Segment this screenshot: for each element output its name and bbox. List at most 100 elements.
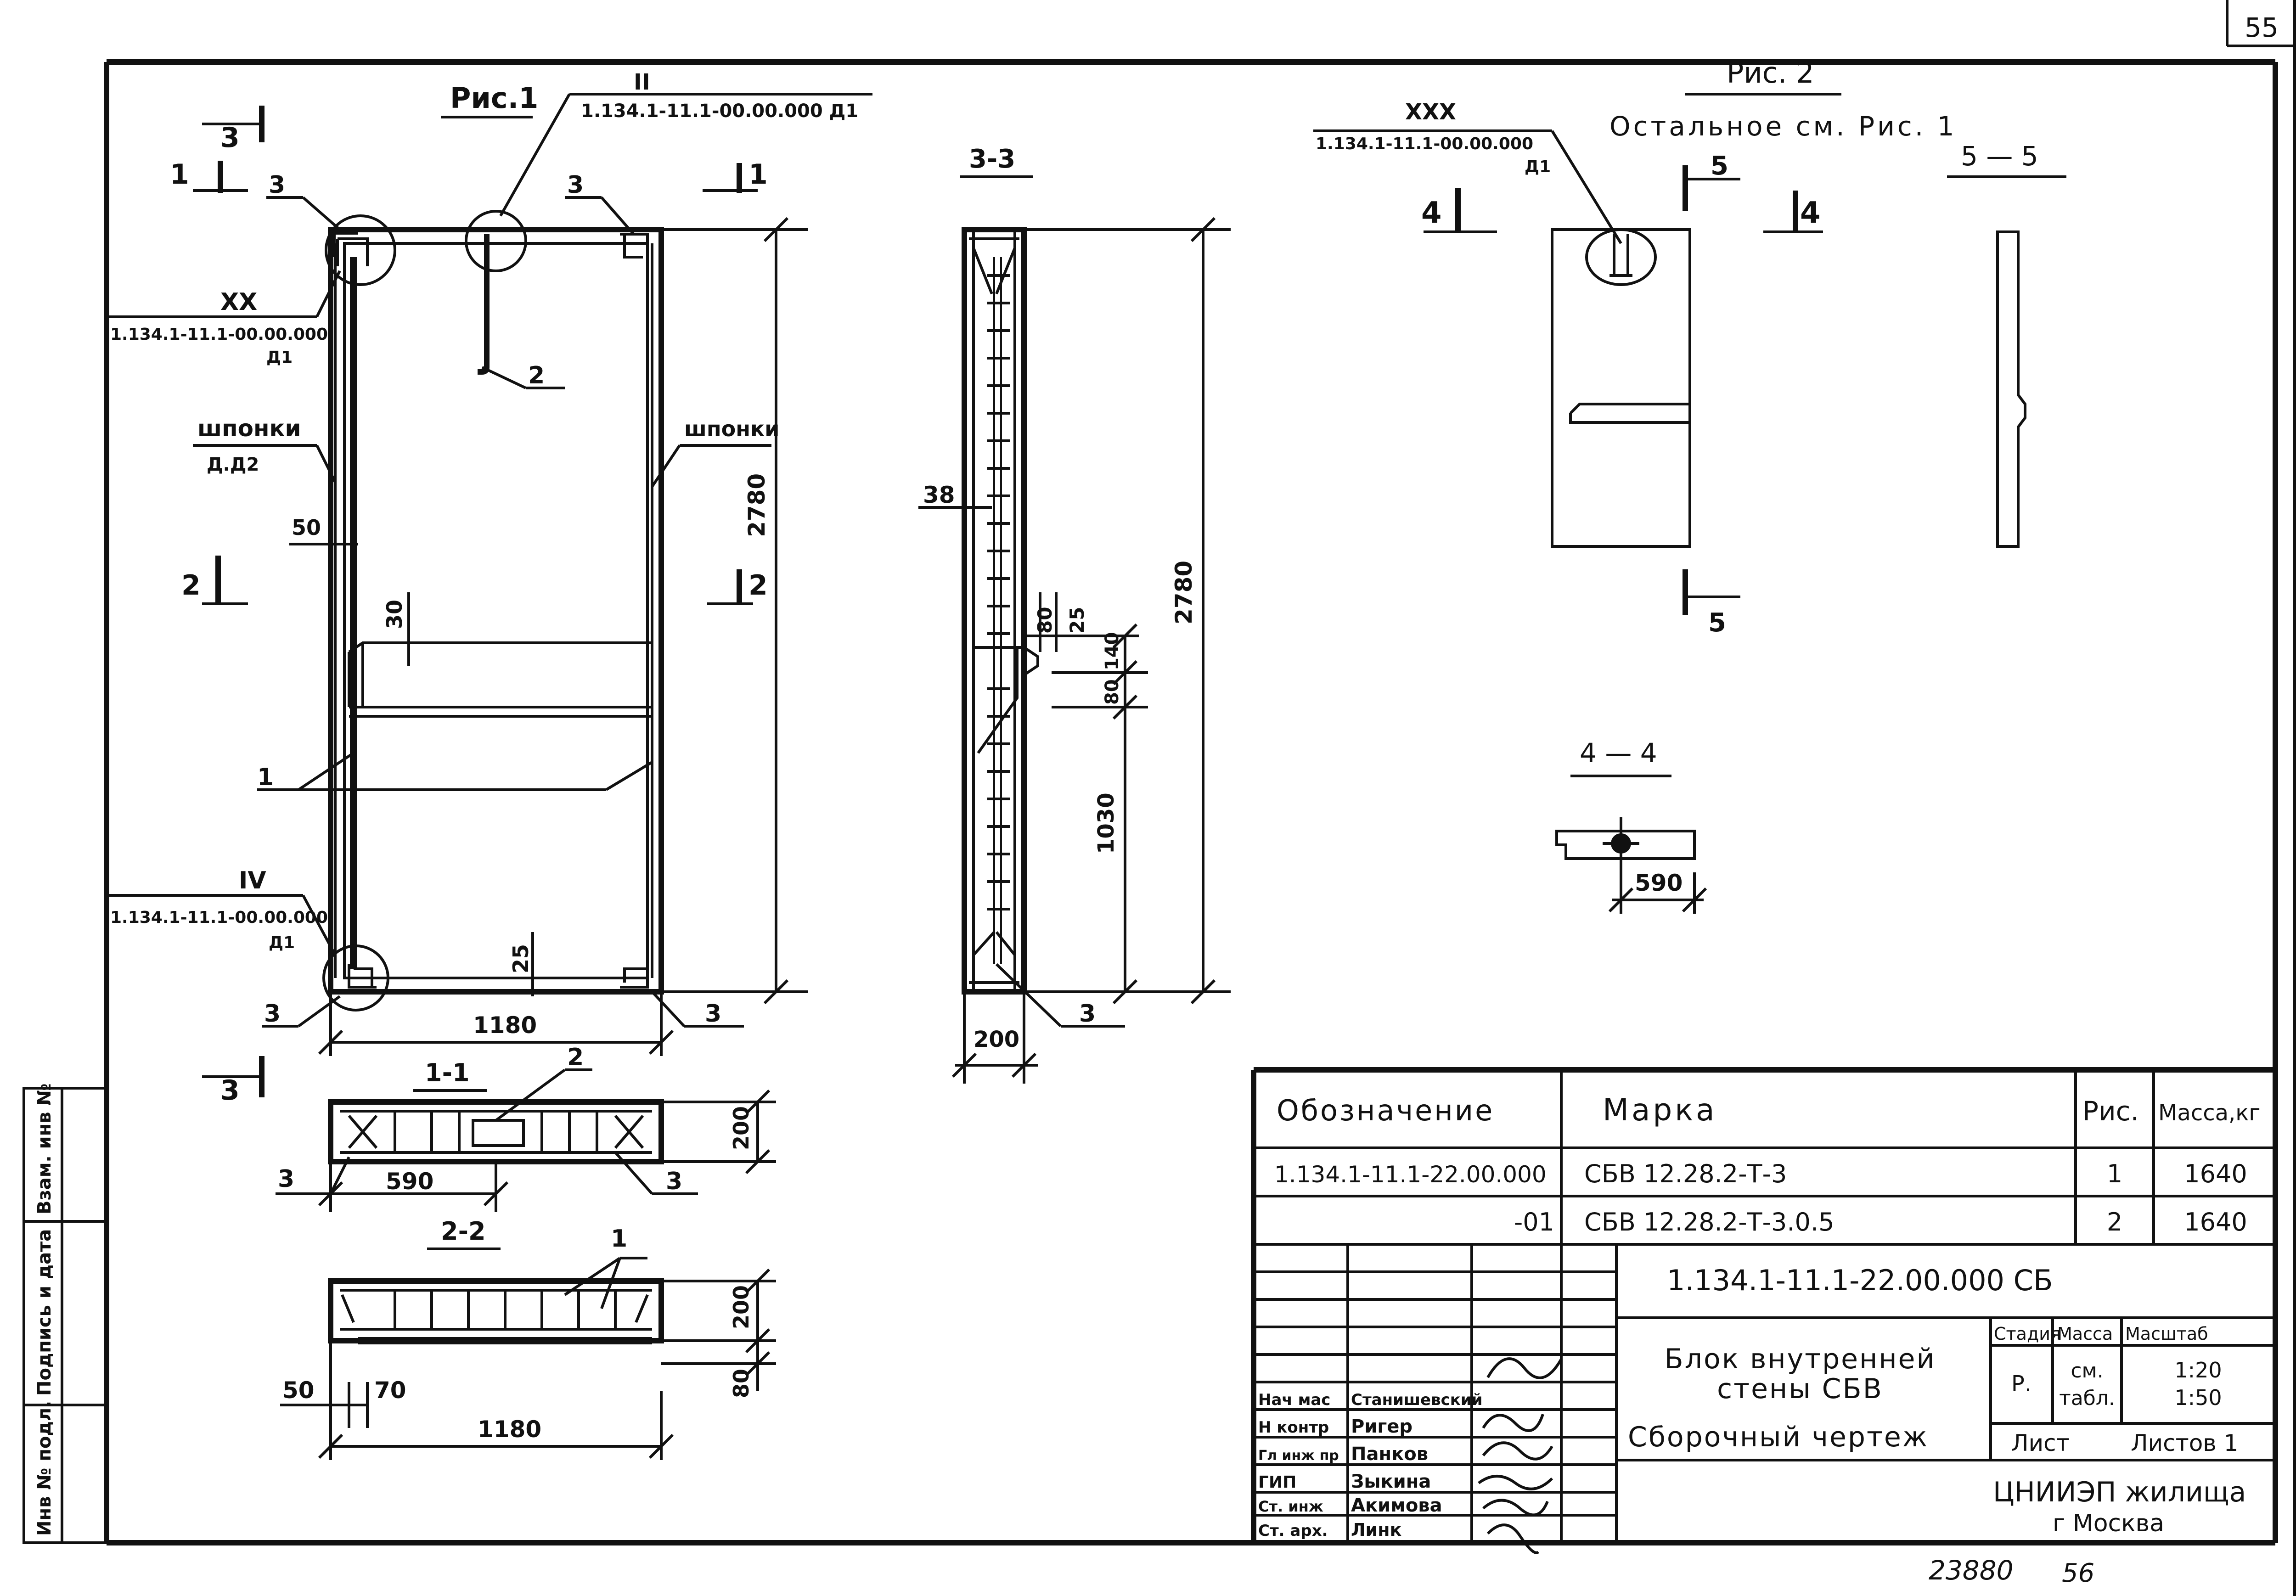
signature-name-2: Ригер — [1351, 1416, 1412, 1437]
signature-scribbles — [1478, 1357, 1563, 1554]
title-mass-header: Масса — [2057, 1324, 2113, 1344]
sec33-dim-25: 25 — [1066, 607, 1088, 634]
sec33-profile — [962, 227, 1039, 995]
sec55-title: 5 — 5 — [1961, 140, 2038, 172]
side-stamp-cell-inv: Инв № подл. — [34, 1401, 55, 1536]
fig1-item-3-topleft: 3 — [269, 171, 285, 199]
sheet-frame — [104, 0, 2296, 1596]
title-line1: Блок внутренней — [1665, 1343, 1936, 1375]
side-stamp-cell-replace: Взам. инв № — [34, 1083, 55, 1214]
title-subtitle: Сборочный чертеж — [1628, 1421, 1929, 1453]
sec22-profile — [280, 1257, 776, 1460]
spec-row1-fig: 1 — [2107, 1159, 2122, 1188]
fig1-keys-right-label: шпонки — [684, 416, 779, 441]
footer-page-sub: 56 — [2062, 1558, 2094, 1588]
spec-header-mark: Марка — [1603, 1092, 1717, 1128]
section-mark-4-left: 4 — [1421, 196, 1442, 230]
spec-header-mass: Масса,кг — [2158, 1100, 2261, 1126]
spec-header-designation: Обозначение — [1277, 1094, 1494, 1127]
sec33-dim-140: 140 — [1102, 632, 1123, 671]
sec11-item-3-left: 3 — [278, 1165, 294, 1193]
sec44-dim-590: 590 — [1635, 870, 1683, 896]
section-mark-2-right: 2 — [748, 569, 768, 601]
fig1-callout-top-numeral: II — [634, 69, 650, 95]
signature-name-1: Станишевский — [1351, 1391, 1482, 1409]
title-organization: ЦНИИЭП жилища — [1993, 1476, 2246, 1508]
section-markers — [193, 106, 1823, 1097]
signature-role-2: Н контр — [1258, 1418, 1329, 1437]
title-scale-value-2: 1:50 — [2174, 1385, 2222, 1410]
title-sheets-label: Листов 1 — [2131, 1430, 2238, 1456]
fig1-callout-xx-code: 1.134.1-11.1-00.00.000 — [110, 325, 328, 344]
sec33-dim-2780: 2780 — [1171, 561, 1197, 624]
fig2-note: Остальное см. Рис. 1 — [1609, 111, 1957, 142]
title-document-code: 1.134.1-11.1-22.00.000 СБ — [1667, 1264, 2053, 1297]
side-stamp: Инв № подл. Подпись и дата Взам. инв № — [23, 1083, 108, 1544]
fig1-dim-height: 2780 — [743, 473, 770, 537]
fig1-item-1: 1 — [257, 764, 274, 791]
signature-name-3: Панков — [1351, 1444, 1428, 1465]
sec11-dim-200: 200 — [729, 1106, 754, 1150]
sec33-item-3: 3 — [1079, 1000, 1096, 1028]
sec33-dim-38: 38 — [923, 482, 955, 508]
title-sheet-label: Лист — [2011, 1430, 2070, 1456]
sec44-title: 4 — 4 — [1580, 737, 1657, 769]
spec-row1-designation: 1.134.1-11.1-22.00.000 — [1274, 1161, 1547, 1188]
sec22-dim-80: 80 — [729, 1369, 754, 1398]
sec22-dim-200: 200 — [729, 1285, 754, 1329]
sec33-dim-80a: 80 — [1034, 607, 1056, 634]
page-number: 55 — [2245, 12, 2279, 43]
fig1-keys-left-ref: Д.Д2 — [207, 454, 259, 475]
footer-archive-number: 23880 — [1929, 1555, 2014, 1586]
signature-role-6: Ст. арх. — [1258, 1522, 1328, 1540]
sec22-dim-70: 70 — [374, 1377, 406, 1404]
signature-role-5: Ст. инж — [1258, 1498, 1323, 1515]
fig1-dim-30: 30 — [382, 600, 407, 629]
sec33-dim-lines — [918, 217, 1231, 1084]
sec22-item-1: 1 — [611, 1225, 627, 1253]
fig1-callout-top-code: 1.134.1-11.1-00.00.000 Д1 — [581, 101, 858, 122]
fig1-item-2: 2 — [528, 362, 545, 389]
section-mark-1-left: 1 — [170, 158, 189, 191]
title-stage-value: Р. — [2011, 1371, 2032, 1397]
fig2-callout-sheet: Д1 — [1525, 157, 1551, 176]
fig1-item-3-topright: 3 — [567, 171, 584, 199]
spec-row1-mass: 1640 — [2184, 1159, 2247, 1188]
sec22-title: 2-2 — [441, 1217, 486, 1246]
section-mark-3-top: 3 — [220, 122, 240, 154]
section-mark-2-left: 2 — [181, 569, 201, 601]
fig2-panel — [1551, 228, 1691, 548]
title-stage-header: Стадия — [1994, 1324, 2061, 1344]
title-line2: стены СБВ — [1717, 1373, 1883, 1405]
title-scale-header: Масштаб — [2125, 1324, 2208, 1344]
fig1-item-3-bottomleft: 3 — [264, 1000, 281, 1028]
sec44-profile — [1555, 817, 1707, 914]
fig1-callout-xx-numeral: XX — [220, 288, 257, 316]
sec11-item-2: 2 — [567, 1044, 584, 1071]
sec11-title: 1-1 — [425, 1058, 470, 1087]
title-mass-value-2: табл. — [2059, 1387, 2115, 1410]
title-block-grid — [1254, 1244, 2275, 1543]
title-city: г Москва — [2053, 1510, 2164, 1537]
fig1-dim-height-line — [661, 217, 808, 1005]
sec11-item-3-right: 3 — [666, 1168, 682, 1195]
sec22-dim-1180: 1180 — [478, 1416, 541, 1443]
section-mark-5-top: 5 — [1711, 151, 1728, 181]
title-mass-value-1: см. — [2071, 1359, 2103, 1382]
fig1-callout-iv-code: 1.134.1-11.1-00.00.000 — [110, 908, 328, 927]
section-mark-3-bottom: 3 — [220, 1074, 240, 1107]
signature-name-6: Линк — [1351, 1520, 1401, 1540]
signature-name-4: Зыкина — [1351, 1471, 1431, 1492]
signature-role-1: Нач мас — [1258, 1391, 1330, 1409]
section-mark-4-right: 4 — [1800, 196, 1821, 230]
sec33-title: 3-3 — [969, 144, 1015, 174]
fig1-callout-xx-sheet: Д1 — [266, 348, 293, 367]
spec-row2-designation: -01 — [1514, 1208, 1554, 1236]
spec-row2-mass: 1640 — [2184, 1208, 2247, 1236]
sec33-dim-200: 200 — [974, 1027, 1019, 1052]
spec-row1-mark: СБВ 12.28.2-Т-3 — [1584, 1159, 1787, 1188]
sec22-dim-50: 50 — [282, 1377, 315, 1404]
fig1-dim-50: 50 — [292, 515, 321, 540]
fig2-callout-code: 1.134.1-11.1-00.00.000 — [1316, 135, 1533, 153]
